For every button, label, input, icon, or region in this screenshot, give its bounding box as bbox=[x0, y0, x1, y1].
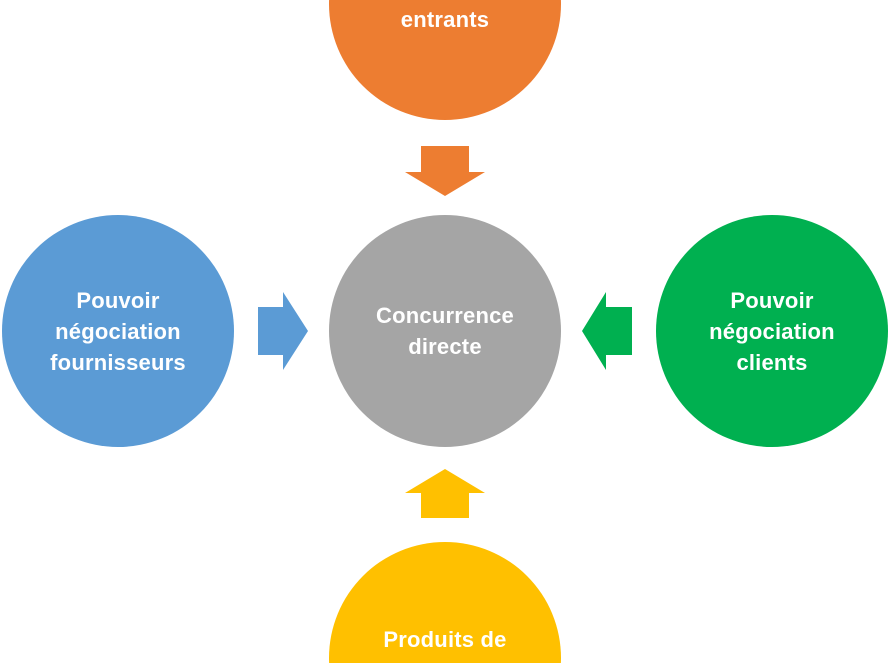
node-supplier-bargaining-power: Pouvoir négociation fournisseurs bbox=[2, 215, 234, 447]
arrow-right-shape bbox=[258, 292, 308, 370]
node-customer-bargaining-power-label: Pouvoir négociation clients bbox=[709, 287, 835, 375]
node-customer-bargaining-power: Pouvoir négociation clients bbox=[656, 215, 888, 447]
arrow-right-icon bbox=[258, 292, 308, 370]
node-new-entrants: entrants bbox=[329, 0, 561, 120]
node-new-entrants-label: entrants bbox=[400, 7, 490, 32]
node-direct-competition-label: Concurrence directe bbox=[376, 303, 514, 359]
arrow-left-icon bbox=[582, 292, 632, 370]
node-supplier-bargaining-power-label: Pouvoir négociation fournisseurs bbox=[50, 287, 186, 375]
arrow-down-icon bbox=[405, 146, 485, 196]
node-substitute-products-label: Produits de bbox=[383, 627, 507, 652]
arrow-left-shape bbox=[582, 292, 632, 370]
arrow-up-icon bbox=[405, 469, 485, 518]
arrow-down-shape bbox=[405, 146, 485, 196]
node-substitute-products: Produits de bbox=[329, 542, 561, 663]
arrow-up-shape bbox=[405, 469, 485, 518]
node-direct-competition: Concurrence directe bbox=[329, 215, 561, 447]
